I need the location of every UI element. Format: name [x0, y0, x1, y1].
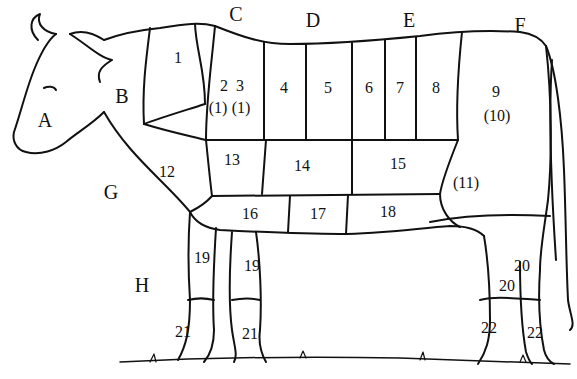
callout-number: 17 [310, 206, 326, 222]
callout-number: (10) [484, 108, 511, 124]
callout-number: 3 [236, 78, 244, 94]
callout-number: 18 [380, 204, 396, 220]
callout-number: 22 [527, 325, 543, 341]
callout-number: 13 [224, 152, 240, 168]
callout-number: 7 [396, 80, 404, 96]
callout-number: 6 [365, 80, 373, 96]
callout-number: 21 [242, 326, 258, 342]
callout-number: 19 [244, 258, 260, 274]
callout-number: 15 [390, 156, 406, 172]
callout-number: 5 [324, 80, 332, 96]
callout-number: 1 [174, 50, 182, 66]
region-letter: G [104, 182, 118, 202]
callout-number: 21 [175, 324, 191, 340]
callout-number: 2 [220, 78, 228, 94]
region-letter: H [135, 275, 149, 295]
callout-number: 4 [280, 80, 288, 96]
region-letter: F [514, 15, 525, 35]
region-letter: E [403, 10, 415, 30]
callout-number: 19 [194, 250, 210, 266]
callout-number: (1) [232, 100, 251, 116]
callout-number: 12 [159, 164, 175, 180]
callout-number: 8 [432, 80, 440, 96]
region-letter: D [306, 10, 320, 30]
callout-number: 22 [481, 320, 497, 336]
callout-number: (1) [209, 100, 228, 116]
callout-number: 9 [492, 84, 500, 100]
callout-number: 14 [294, 158, 310, 174]
callout-number: 16 [242, 206, 258, 222]
region-letter: A [38, 110, 52, 130]
region-letter: C [229, 4, 242, 24]
region-letter: B [115, 86, 128, 106]
callout-number: 20 [499, 278, 515, 294]
callout-number: (11) [453, 175, 479, 191]
callout-number: 20 [514, 258, 530, 274]
